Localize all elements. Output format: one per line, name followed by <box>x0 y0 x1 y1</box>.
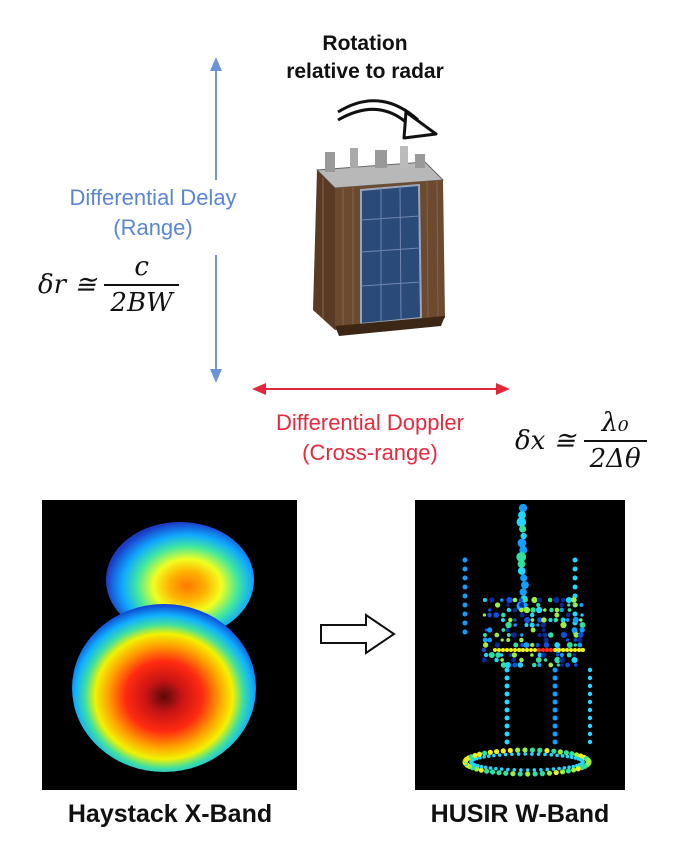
rotation-label-line2: relative to radar <box>286 60 444 83</box>
crossrange-equation-numerator: λ₀ <box>601 408 629 438</box>
rotation-arrow-icon <box>337 99 438 140</box>
transform-arrow-icon <box>320 613 396 655</box>
crossrange-equation-denominator: 2Δθ <box>583 440 647 474</box>
crossrange-equation-fraction: λ₀ 2Δθ <box>583 408 647 474</box>
haystack-caption: Haystack X-Band <box>67 800 273 828</box>
haystack-xband-image <box>42 500 297 790</box>
range-equation: δr ≅ c 2BW <box>38 252 179 318</box>
range-equation-fraction: c 2BW <box>104 252 179 318</box>
crossrange-equation-lhs: δx ≅ <box>515 426 576 456</box>
crossrange-label-line2: (Cross-range) <box>302 440 438 465</box>
range-equation-denominator: 2BW <box>104 284 179 318</box>
range-label: Differential Delay (Range) <box>28 183 278 243</box>
range-label-line2: (Range) <box>113 215 193 240</box>
satellite-image <box>313 146 445 336</box>
crossrange-arrow <box>252 383 510 395</box>
rotation-label-line1: Rotation <box>322 32 408 55</box>
range-equation-numerator: c <box>134 252 149 282</box>
crossrange-equation: δx ≅ λ₀ 2Δθ <box>515 408 647 474</box>
range-label-line1: Differential Delay <box>69 185 237 210</box>
range-equation-lhs: δr ≅ <box>38 270 97 300</box>
husir-caption: HUSIR W-Band <box>430 800 610 828</box>
range-arrow <box>210 57 222 383</box>
husir-wband-image <box>415 500 625 790</box>
crossrange-label: Differential Doppler (Cross-range) <box>225 408 515 468</box>
crossrange-label-line1: Differential Doppler <box>276 410 464 435</box>
rotation-label: Rotation relative to radar <box>265 30 465 86</box>
